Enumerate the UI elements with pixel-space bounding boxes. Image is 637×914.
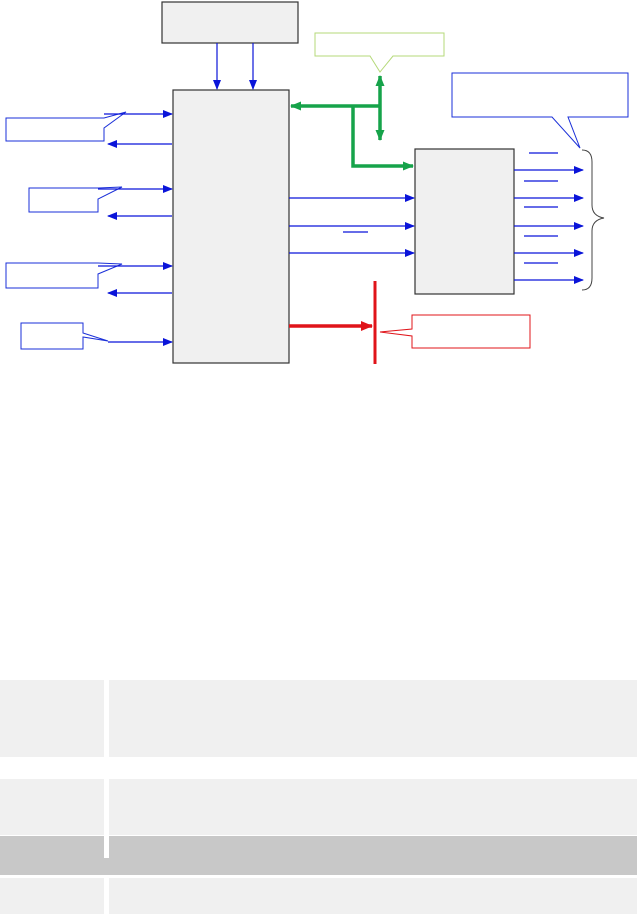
right-block [414, 148, 515, 295]
callout-left-4 [20, 322, 109, 350]
block-diagram [5, 1, 629, 364]
table-cell-left [0, 779, 109, 835]
callout-left-3 [5, 262, 123, 289]
table-cell-left [0, 680, 109, 757]
callout-red [379, 314, 531, 349]
top-block [161, 1, 299, 44]
table-cell-right [109, 836, 637, 875]
table-row-2 [0, 779, 637, 835]
right-output-arrows [514, 152, 584, 284]
central-block [172, 89, 290, 364]
left-signal-arrows [98, 110, 173, 346]
top-to-central-arrows [213, 43, 257, 90]
output-brace [581, 149, 605, 291]
table-row-3 [0, 836, 637, 875]
callout-green [314, 32, 445, 73]
callout-left-2 [28, 186, 123, 213]
central-to-right-arrows [289, 194, 415, 257]
green-bus [290, 75, 414, 171]
table-cell-left [0, 836, 109, 858]
table-cell-left [0, 878, 109, 914]
red-bus [289, 281, 377, 364]
table-row-1 [0, 680, 637, 757]
table-cell-right [109, 878, 637, 914]
table-cell-right [109, 680, 637, 757]
callout-left-1 [5, 111, 127, 142]
table-row-4 [0, 878, 637, 914]
table-cell-right [109, 779, 637, 835]
callout-top-right [451, 72, 629, 149]
